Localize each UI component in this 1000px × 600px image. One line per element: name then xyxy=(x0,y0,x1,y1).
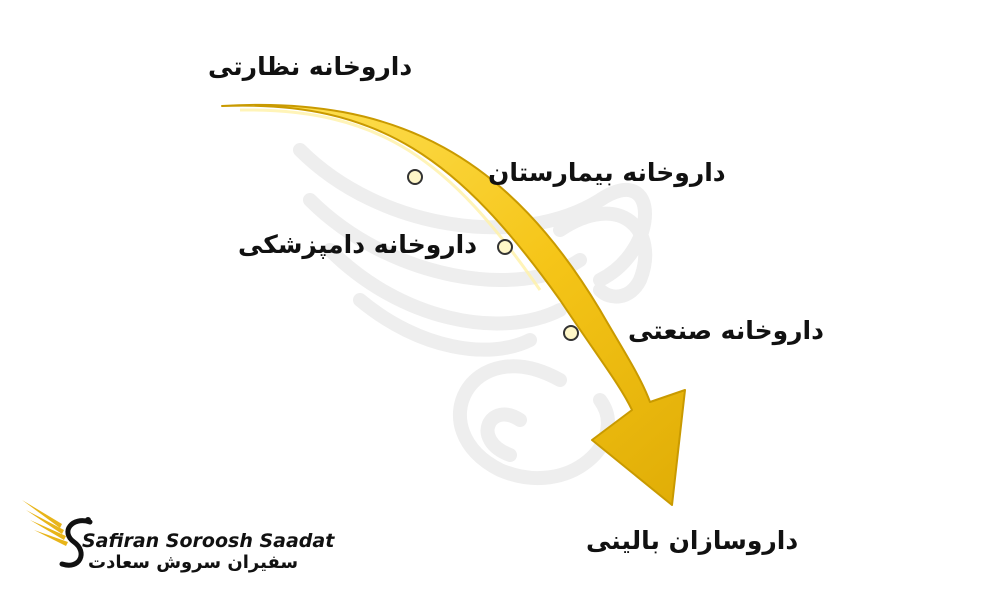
brand-name-en: Safiran Soroosh Saadat xyxy=(82,530,335,552)
arrow-shape xyxy=(221,103,686,506)
node-2-marker-icon xyxy=(497,239,513,255)
step-label-3: داروخانه صنعتی xyxy=(628,316,824,345)
winged-s-logo-icon xyxy=(22,500,93,568)
start-label: داروخانه نظارتی xyxy=(208,52,413,81)
node-3-marker-icon xyxy=(563,325,579,341)
end-label: داروسازان بالینی xyxy=(586,526,799,555)
step-label-1: داروخانه بیمارستان xyxy=(488,158,726,187)
brand-name-fa: سفیران سروش سعادت xyxy=(88,552,299,573)
brand-logo: Safiran Soroosh Saadat سفیران سروش سعادت xyxy=(22,492,334,582)
step-label-2: داروخانه دامپزشکی xyxy=(238,230,478,259)
node-1-marker-icon xyxy=(407,169,423,185)
